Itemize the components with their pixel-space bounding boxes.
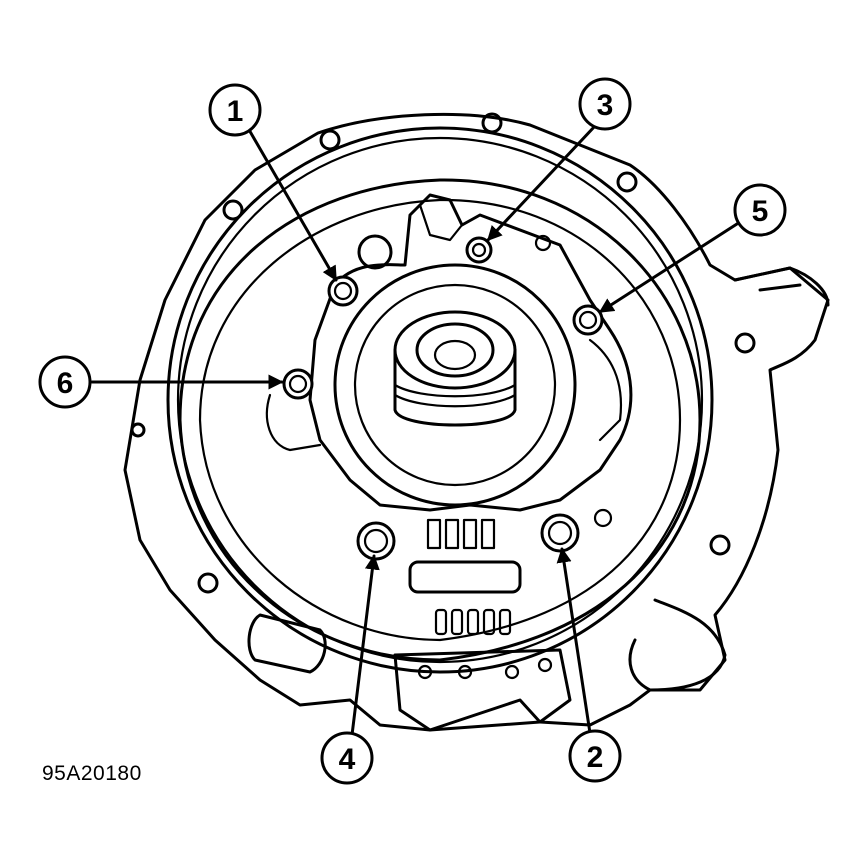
- flange-hole: [319, 129, 341, 151]
- hub-shaft-body: [393, 348, 517, 427]
- side-nozzle: [733, 266, 830, 307]
- callout-4: 4: [320, 731, 374, 785]
- interior-passage: [265, 393, 322, 452]
- lower-right-boss: [628, 598, 727, 692]
- flange-hole: [222, 199, 244, 221]
- bottom-hole: [417, 664, 433, 680]
- bolt-5: [572, 304, 604, 336]
- outer-seal-ring-inner: [176, 136, 704, 664]
- bottom-hole: [457, 664, 473, 680]
- callout-6: 6: [38, 355, 92, 409]
- bolt-6: [282, 368, 314, 400]
- leader-arrow-5: [598, 220, 742, 314]
- figure-id: 95A20180: [42, 762, 142, 785]
- callout-2: 2: [568, 729, 622, 783]
- middle-ring-inner: [198, 198, 682, 642]
- svg-text:5: 5: [752, 195, 769, 228]
- flange-hole: [130, 422, 146, 438]
- svg-text:4: 4: [339, 743, 356, 776]
- bottom-tab: [393, 648, 572, 732]
- upper-comb: [426, 518, 496, 550]
- hub-groove: [393, 393, 517, 408]
- top-lug: [418, 203, 464, 242]
- interior-port: [534, 234, 552, 252]
- hub-groove: [393, 383, 517, 398]
- flange-hole: [481, 112, 503, 134]
- bolt-4: [356, 521, 396, 561]
- bolt-2: [540, 513, 580, 553]
- bottom-hole: [504, 664, 520, 680]
- leader-arrow-1: [246, 126, 338, 282]
- bolt-3: [465, 236, 493, 264]
- callout-3: 3: [578, 77, 632, 131]
- flange-hole: [734, 332, 756, 354]
- vent-slots: [434, 608, 512, 636]
- callout-5: 5: [733, 183, 787, 237]
- outer-seal-ring: [166, 126, 714, 674]
- bolt-1: [327, 275, 359, 307]
- leader-arrow-3: [486, 124, 597, 242]
- lower-left-slot: [247, 613, 327, 674]
- lower-window: [408, 560, 522, 594]
- interior-passage: [588, 338, 623, 442]
- middle-ring: [178, 178, 702, 662]
- hub-bore-inner: [433, 339, 477, 371]
- callout-1: 1: [208, 83, 262, 137]
- hub-outer: [333, 263, 577, 507]
- hub-bore: [415, 322, 495, 378]
- svg-text:2: 2: [587, 741, 604, 774]
- leader-arrow-4: [350, 554, 380, 737]
- flange-hole: [709, 534, 731, 556]
- hub-ring: [353, 283, 557, 487]
- svg-text:6: 6: [57, 367, 74, 400]
- interior-port: [593, 508, 613, 528]
- housing-outer-flange: [123, 112, 830, 732]
- flange-hole: [197, 572, 219, 594]
- leader-arrow-2: [556, 547, 592, 735]
- svg-text:3: 3: [597, 89, 614, 122]
- svg-text:1: 1: [227, 95, 244, 128]
- flange-hole: [616, 171, 638, 193]
- bottom-hole: [537, 657, 553, 673]
- interior-port: [357, 234, 393, 270]
